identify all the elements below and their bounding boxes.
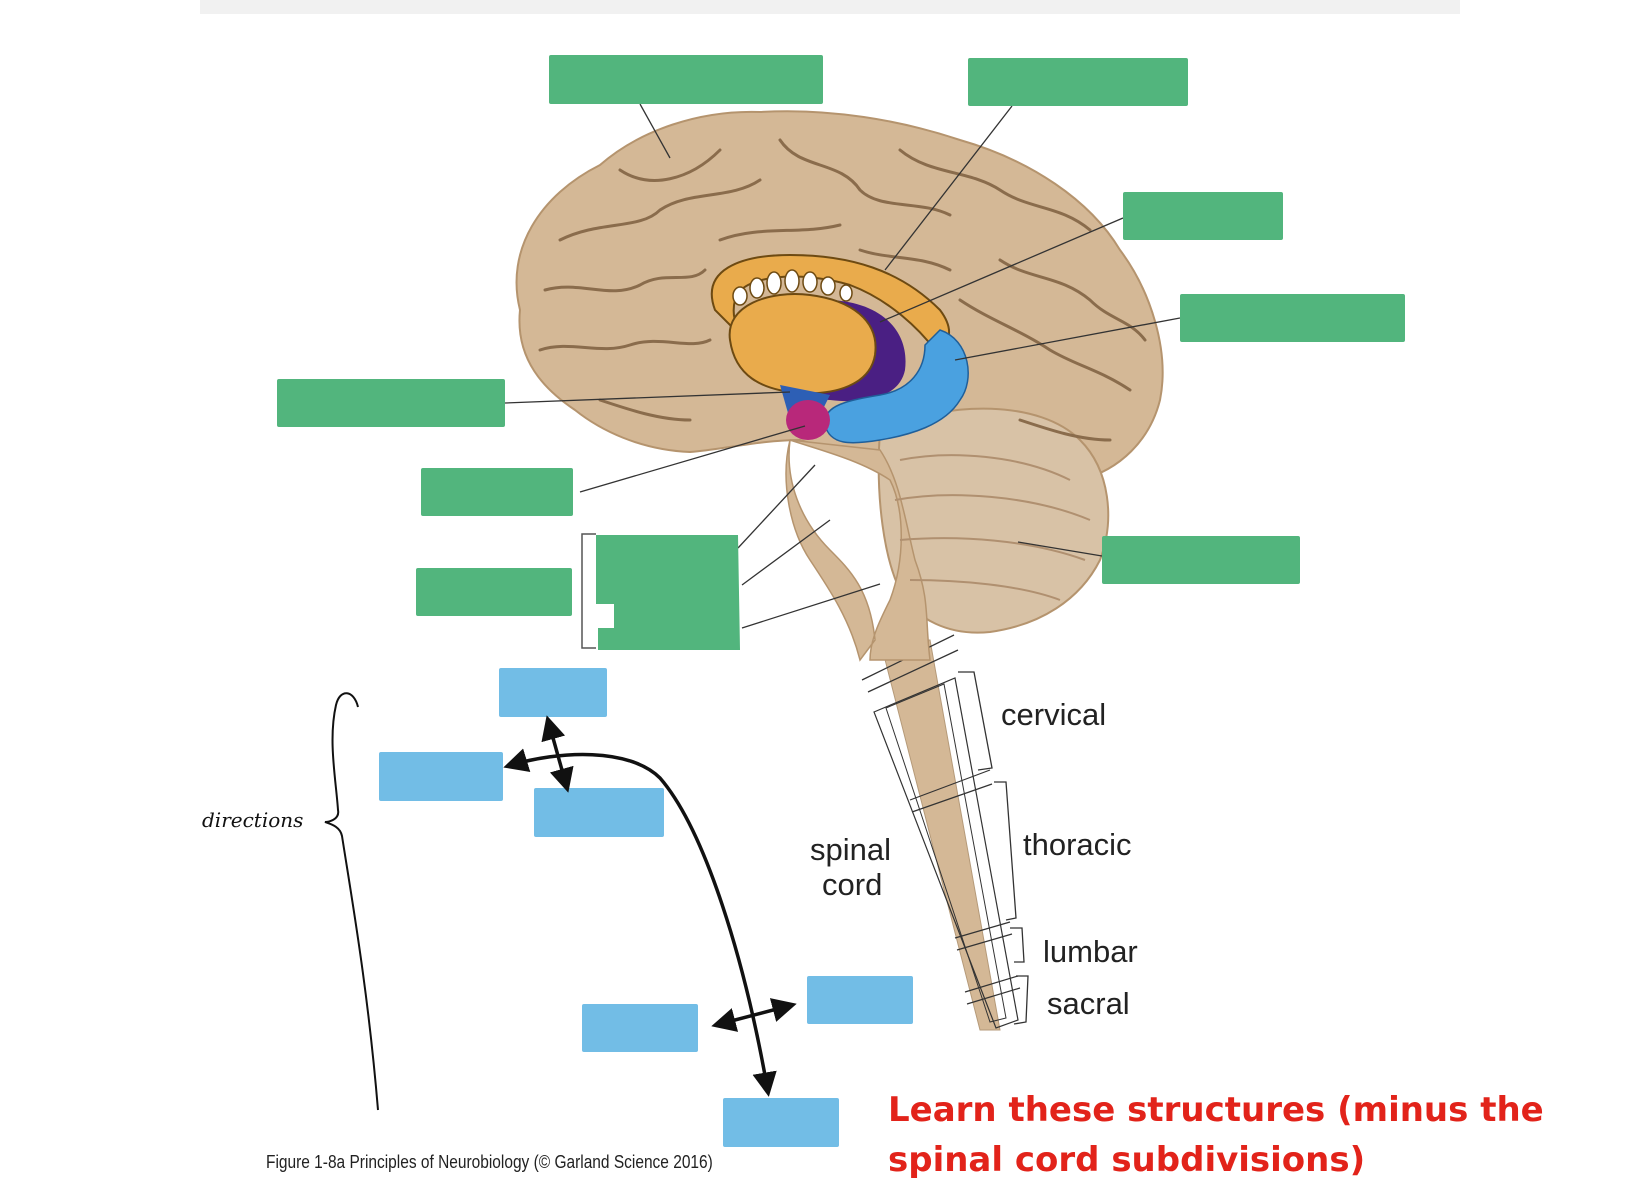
amygdala (786, 400, 830, 440)
segment-label-lumbar: lumbar (1043, 934, 1138, 969)
left-right-arrow (711, 998, 797, 1032)
label-box-brainstem[interactable] (416, 568, 572, 616)
study-note: Learn these structures (minus the spinal… (888, 1090, 1544, 1180)
segment-label-sacral: sacral (1047, 986, 1130, 1021)
spinal-cord (861, 634, 1029, 1031)
spinal-cord-label-line1: spinal (810, 832, 891, 867)
spinal-cord-label-line2: cord (822, 867, 882, 902)
handwritten-brace (324, 692, 379, 1111)
direction-box-anterior[interactable] (379, 752, 503, 801)
cingulate-holes (732, 269, 853, 306)
neuraxis-arrow (503, 748, 777, 1097)
label-box-cortex[interactable] (549, 55, 823, 104)
blue-label-boxes (379, 668, 913, 1147)
hippocampus (824, 329, 969, 444)
brainstem-bracket (581, 533, 596, 649)
brainstem (785, 439, 931, 662)
cerebellum-folds (894, 454, 1091, 601)
cortex-folds (538, 138, 1147, 442)
leader-lines (504, 103, 1181, 629)
label-box-cerebellum[interactable] (1102, 536, 1300, 584)
handwritten-directions-label: directions (202, 808, 303, 832)
segment-label-cervical: cervical (1001, 697, 1106, 732)
label-box-hypothalamus[interactable] (277, 379, 505, 427)
direction-box-ventral[interactable] (534, 788, 664, 837)
direction-arrows (503, 715, 797, 1097)
cerebellum (877, 407, 1110, 634)
direction-box-right[interactable] (807, 976, 913, 1024)
thalamus (728, 293, 877, 395)
direction-box-dorsal[interactable] (499, 668, 607, 717)
green-label-boxes (277, 55, 1405, 650)
direction-box-caudal[interactable] (723, 1098, 839, 1147)
brain (515, 110, 1164, 662)
figure-caption: Figure 1-8a Principles of Neurobiology (… (266, 1152, 713, 1172)
direction-box-left[interactable] (582, 1004, 698, 1052)
label-box-hippocampus[interactable] (1180, 294, 1405, 342)
segment-label-thoracic: thoracic (1023, 827, 1132, 862)
label-box-basal-ganglia[interactable] (1123, 192, 1283, 240)
top-shadow (200, 0, 1460, 14)
label-box-corpus-callosum[interactable] (968, 58, 1188, 106)
label-box-brainstem-parts[interactable] (596, 535, 740, 650)
label-box-amygdala[interactable] (421, 468, 573, 516)
